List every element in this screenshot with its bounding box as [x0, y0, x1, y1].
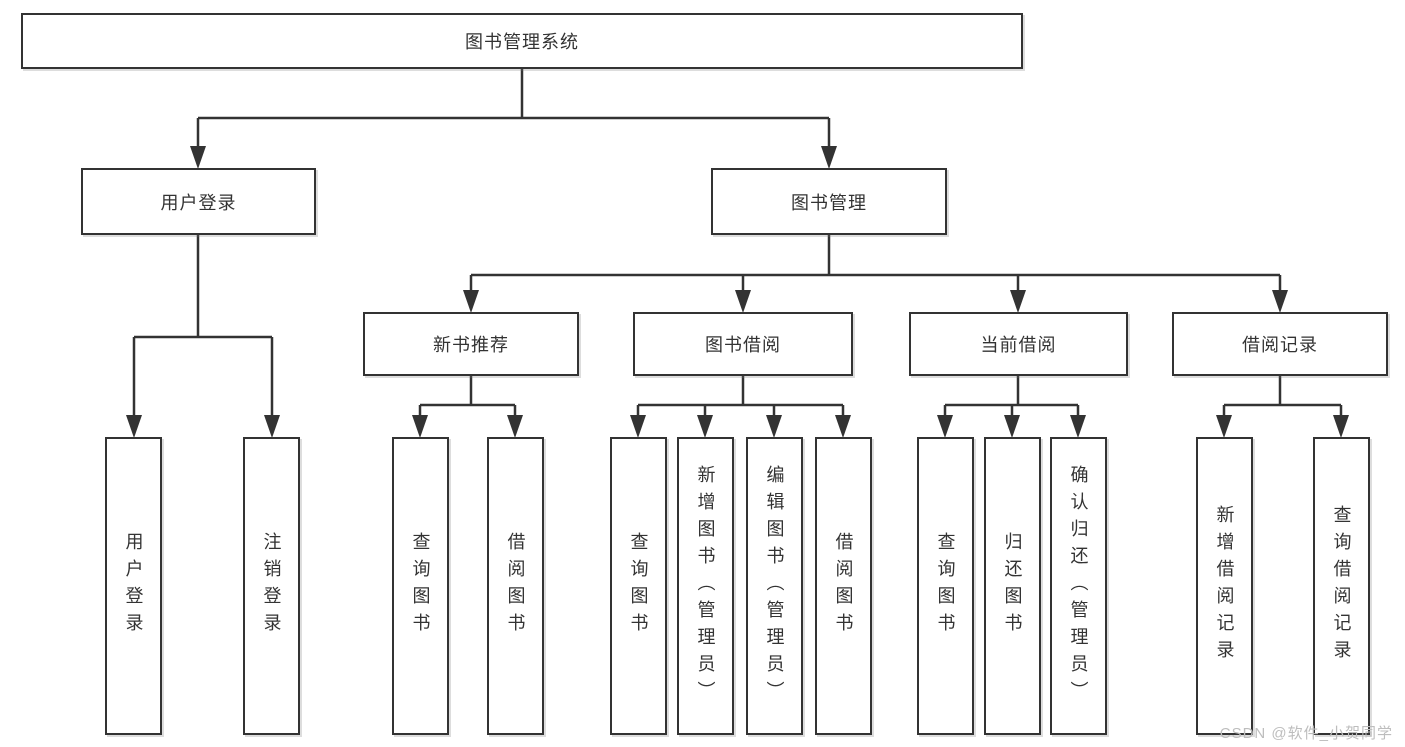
node-user-login: 用户登录: [81, 168, 316, 235]
leaf-logout: 注销登录: [243, 437, 300, 735]
leaf-query-borrow-record: 查询借阅记录: [1313, 437, 1370, 735]
leaf-query-books-borrowing: 查询图书: [610, 437, 667, 735]
node-user-login-label: 用户登录: [160, 192, 237, 213]
leaf-query-books-recommend-label: 查询图书: [410, 532, 431, 640]
leaf-borrow-books-recommend: 借阅图书: [487, 437, 544, 735]
leaf-borrow-books-recommend-label: 借阅图书: [505, 532, 526, 640]
node-new-book-recommendation: 新书推荐: [363, 312, 579, 376]
leaf-query-books-recommend: 查询图书: [392, 437, 449, 735]
node-book-borrowing: 图书借阅: [633, 312, 853, 376]
leaf-borrow-books-borrowing: 借阅图书: [815, 437, 872, 735]
leaf-add-books-admin-label: 新增图书（管理员）: [695, 464, 716, 708]
leaf-logout-label: 注销登录: [261, 532, 282, 640]
leaf-add-books-admin: 新增图书（管理员）: [677, 437, 734, 735]
leaf-return-books: 归还图书: [984, 437, 1041, 735]
leaf-confirm-return-admin: 确认归还（管理员）: [1050, 437, 1107, 735]
node-book-management: 图书管理: [711, 168, 947, 235]
arrowheads: [126, 146, 1349, 438]
leaf-query-books-current: 查询图书: [917, 437, 974, 735]
leaf-add-borrow-record: 新增借阅记录: [1196, 437, 1253, 735]
leaf-borrow-books-borrowing-label: 借阅图书: [833, 532, 854, 640]
node-root: 图书管理系统: [21, 13, 1023, 69]
leaf-query-books-current-label: 查询图书: [935, 532, 956, 640]
node-new-book-recommendation-label: 新书推荐: [433, 335, 509, 355]
node-current-borrowing-label: 当前借阅: [980, 335, 1057, 355]
node-root-label: 图书管理系统: [465, 32, 579, 52]
leaf-edit-books-admin: 编辑图书（管理员）: [746, 437, 803, 735]
csdn-watermark: CSDN @软件_小贺同学: [1219, 725, 1393, 742]
leaf-return-books-label: 归还图书: [1002, 532, 1023, 640]
node-book-management-label: 图书管理: [791, 192, 867, 213]
leaf-query-books-borrowing-label: 查询图书: [628, 532, 649, 640]
leaf-confirm-return-admin-label: 确认归还（管理员）: [1068, 464, 1089, 708]
leaf-edit-books-admin-label: 编辑图书（管理员）: [764, 464, 785, 708]
leaf-query-borrow-record-label: 查询借阅记录: [1331, 505, 1352, 667]
leaf-user-login: 用户登录: [105, 437, 162, 735]
node-book-borrowing-label: 图书借阅: [705, 335, 781, 355]
node-current-borrowing: 当前借阅: [909, 312, 1128, 376]
node-borrowing-records-label: 借阅记录: [1242, 335, 1318, 355]
leaf-user-login-label: 用户登录: [123, 532, 144, 640]
leaf-add-borrow-record-label: 新增借阅记录: [1214, 505, 1235, 667]
node-borrowing-records: 借阅记录: [1172, 312, 1388, 376]
